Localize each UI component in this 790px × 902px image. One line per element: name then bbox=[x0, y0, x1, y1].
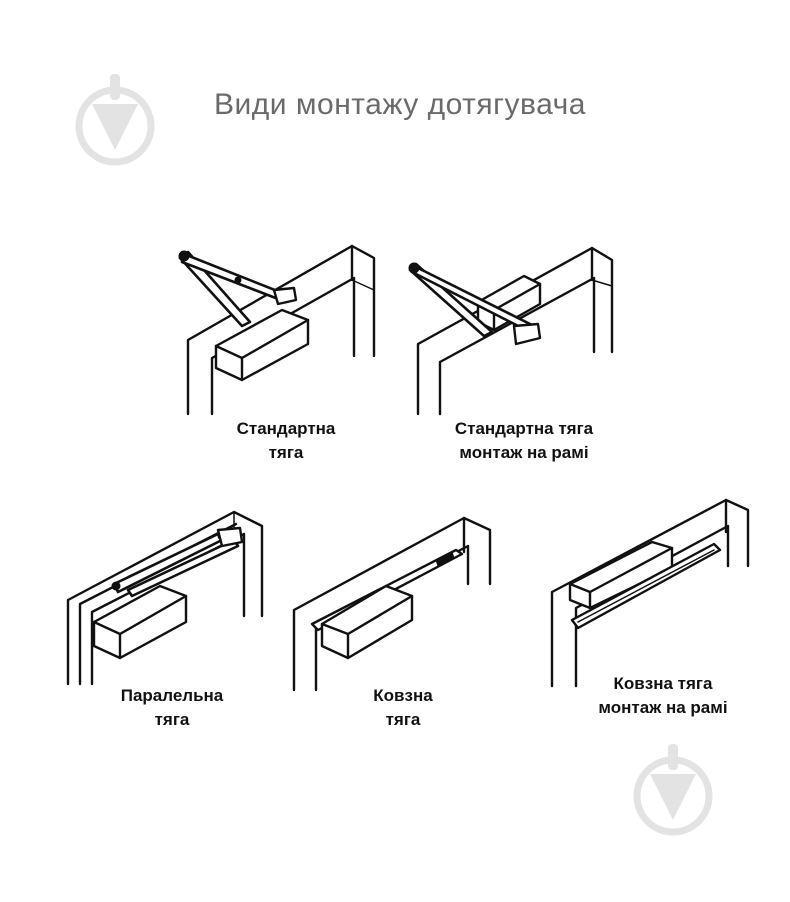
label-slide-arm-frame-line2: монтаж на рамі bbox=[598, 698, 728, 717]
label-slide-arm: Ковзна тяга bbox=[333, 684, 473, 732]
label-parallel-arm-line1: Паралельна bbox=[120, 686, 224, 705]
standard-arm-frame-illustration bbox=[404, 240, 619, 425]
label-slide-arm-line2: тяга bbox=[385, 710, 421, 729]
label-standard-arm-frame-line1: Стандартна тяга bbox=[454, 419, 594, 438]
page-title: Види монтажу дотягувача bbox=[214, 88, 586, 121]
standard-arm-illustration bbox=[170, 240, 390, 425]
label-parallel-arm: Паралельна тяга bbox=[102, 684, 242, 732]
parallel-arm-illustration bbox=[58, 504, 278, 694]
label-slide-arm-frame: Ковзна тяга монтаж на рамі bbox=[576, 672, 750, 720]
label-slide-arm-line1: Ковзна bbox=[373, 686, 433, 705]
brand-shield-icon bbox=[75, 74, 155, 166]
label-standard-arm-frame-line2: монтаж на рамі bbox=[459, 443, 589, 462]
watermark-bottom-right bbox=[632, 744, 714, 845]
slide-arm-illustration bbox=[286, 510, 501, 700]
brand-shield-icon bbox=[633, 744, 713, 836]
label-standard-arm-line2: тяга bbox=[268, 443, 304, 462]
label-standard-arm: Стандартна тяга bbox=[216, 417, 356, 465]
slide-arm-frame-illustration bbox=[542, 496, 757, 696]
label-standard-arm-frame: Стандартна тяга монтаж на рамі bbox=[438, 417, 610, 465]
label-slide-arm-frame-line1: Ковзна тяга bbox=[613, 674, 713, 693]
label-parallel-arm-line2: тяга bbox=[154, 710, 190, 729]
label-standard-arm-line1: Стандартна bbox=[236, 419, 336, 438]
watermark-top-left bbox=[74, 74, 156, 175]
